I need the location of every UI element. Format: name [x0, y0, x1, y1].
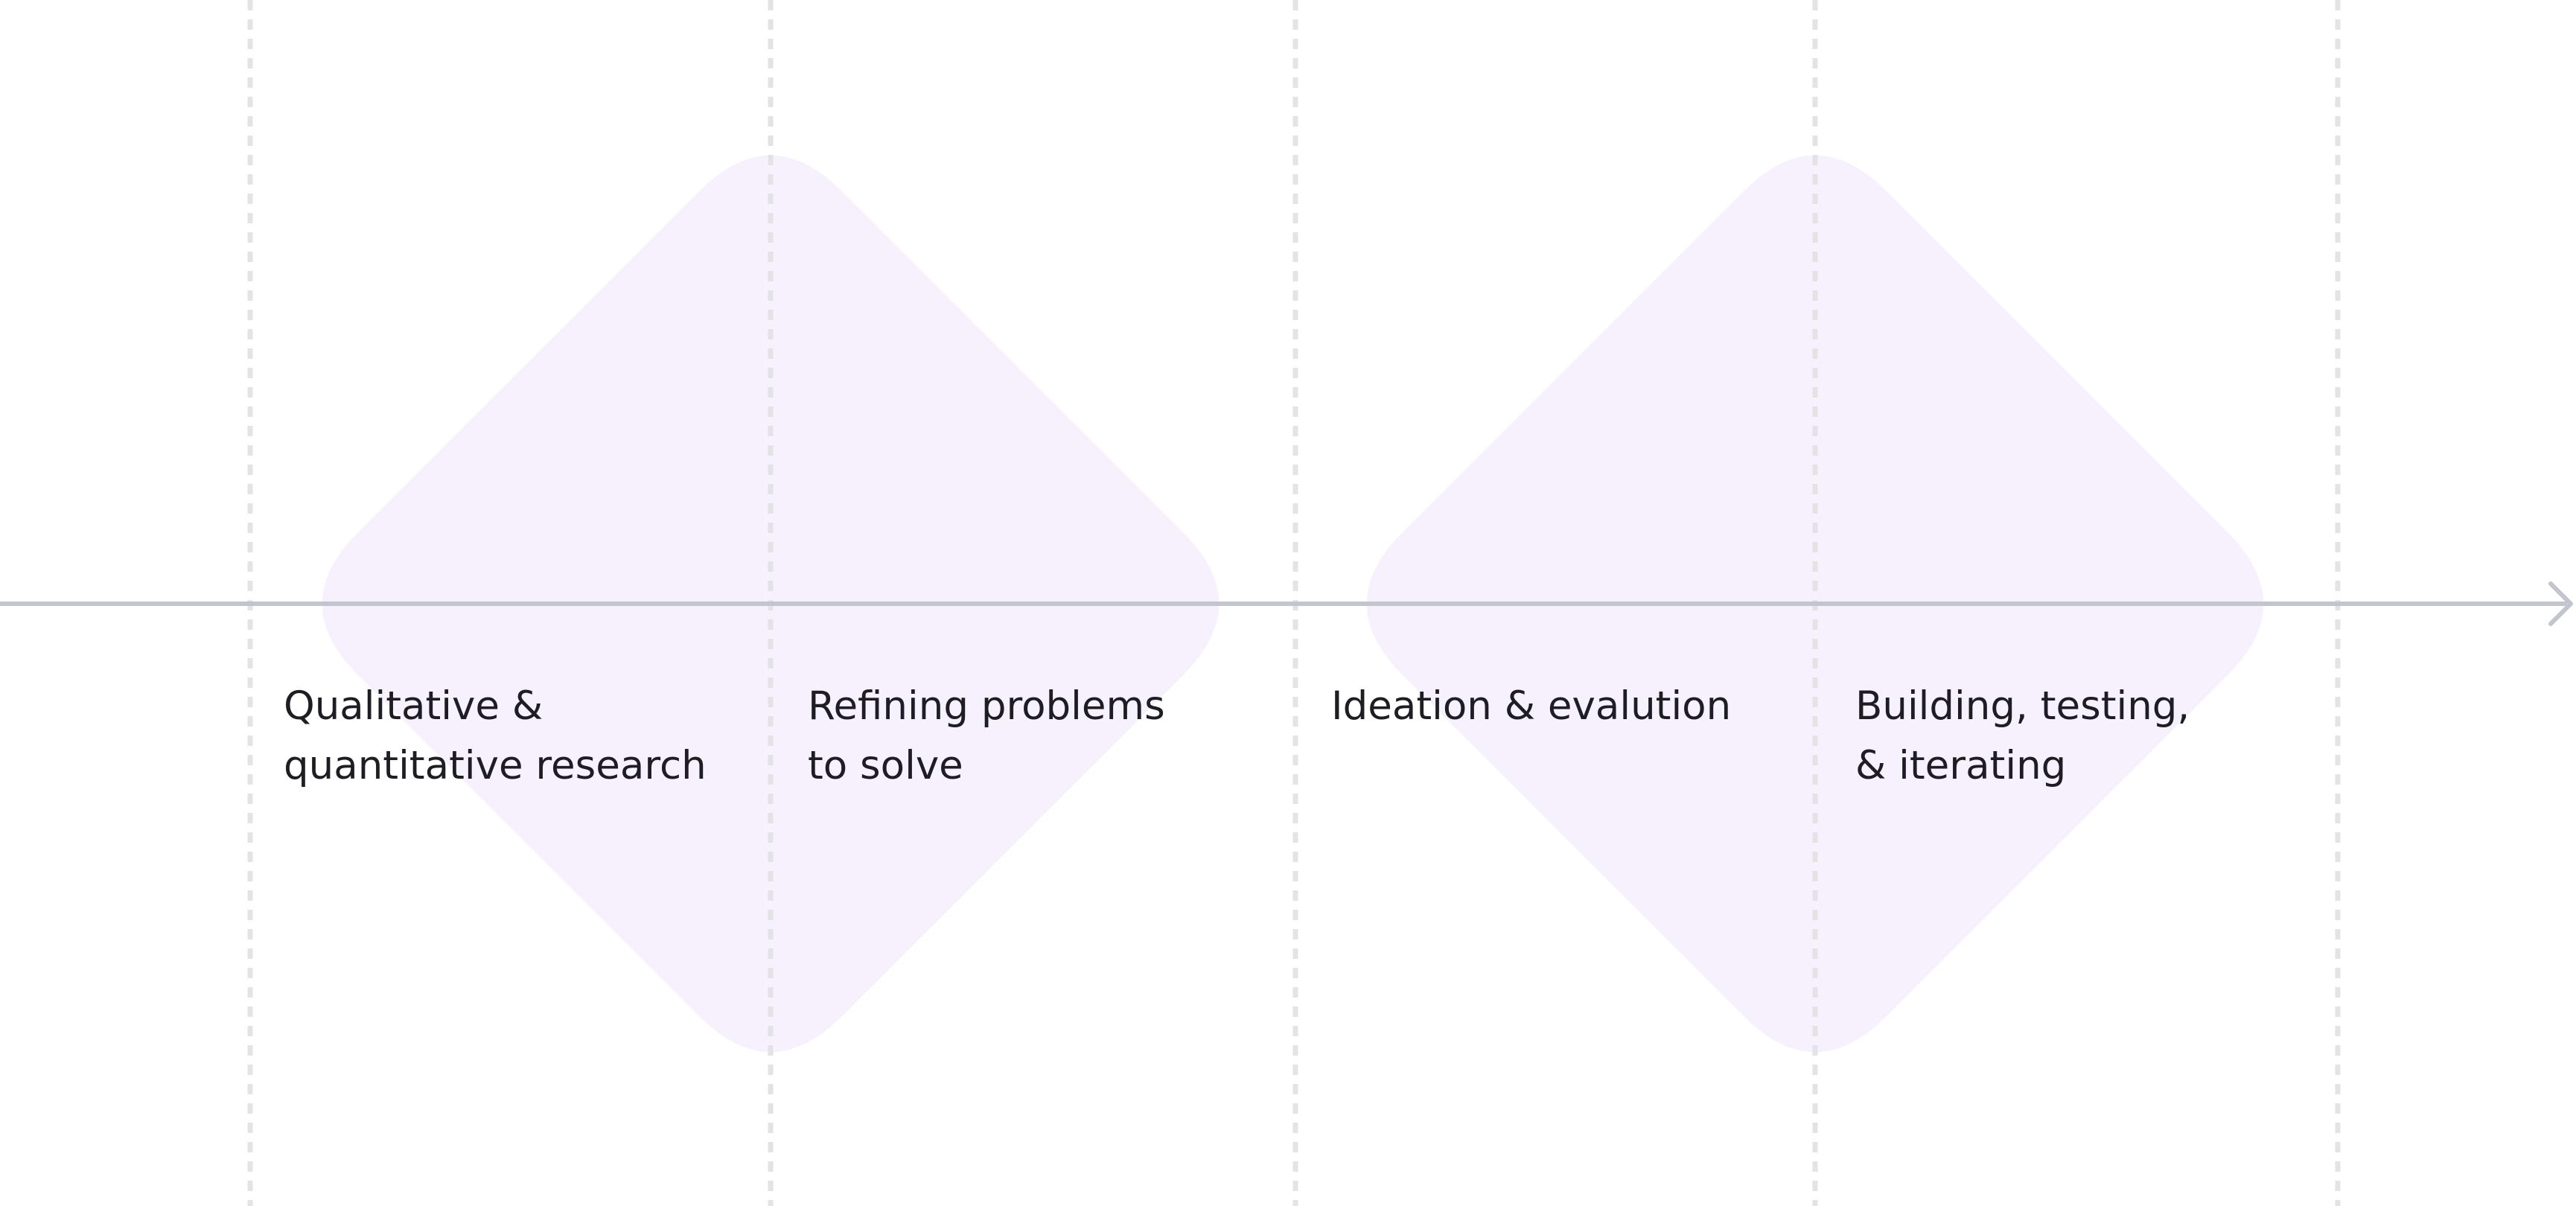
phase-label-ideation: Ideation & evalution — [1331, 677, 1731, 736]
phase-label-delivery: Building, testing, & iterating — [1855, 677, 2190, 796]
phase-label-line: Refining problems — [808, 683, 1165, 729]
phase-label-line: Qualitative & — [284, 683, 543, 729]
phase-label-line: quantitative research — [284, 743, 707, 788]
phase-label-define: Refining problems to solve — [808, 677, 1165, 796]
timeline-axis — [0, 581, 2573, 626]
phase-label-line: & iterating — [1855, 743, 2067, 788]
phase-label-line: Ideation & evalution — [1331, 683, 1732, 729]
phase-label-research: Qualitative & quantitative research — [284, 677, 707, 796]
phase-label-line: Building, testing, — [1855, 683, 2190, 729]
phase-label-line: to solve — [808, 743, 963, 788]
arrow-right-icon — [2548, 581, 2573, 626]
